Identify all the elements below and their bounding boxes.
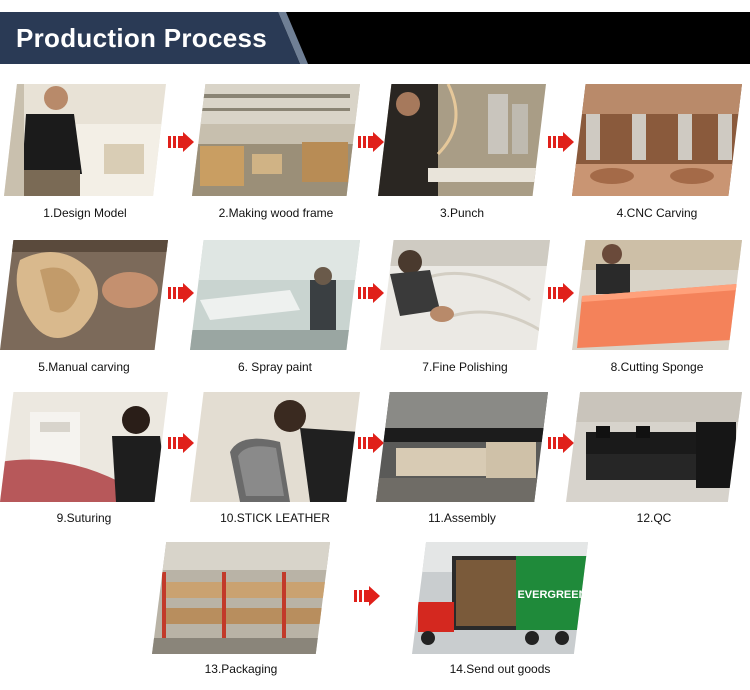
cutting-sponge-photo [572, 240, 742, 350]
arrow-right-icon [358, 433, 384, 453]
step-fine-polishing: 7.Fine Polishing [380, 240, 550, 380]
step-label: 11.Assembly [428, 511, 496, 525]
step-label: 5.Manual carving [38, 360, 130, 374]
step-label: 7.Fine Polishing [422, 360, 508, 374]
punch-photo [378, 84, 546, 196]
step-assembly: 11.Assembly [376, 392, 548, 532]
container-brand: EVERGREEN [517, 589, 586, 601]
step-spray-paint: 6. Spray paint [190, 240, 360, 380]
step-label: 12.QC [636, 511, 672, 525]
step-label: 14.Send out goods [449, 662, 551, 676]
arrow-right-icon [548, 132, 574, 152]
packaging-photo [152, 542, 330, 654]
stick-leather-photo [190, 392, 360, 502]
step-label: 9.Suturing [56, 511, 112, 525]
arrow-right-icon [548, 433, 574, 453]
step-cnc-carving: 4.CNC Carving [572, 84, 742, 226]
step-label: 10.STICK LEATHER [220, 511, 330, 525]
design-model-photo [4, 84, 166, 196]
arrow-right-icon [168, 283, 194, 303]
arrow-right-icon [358, 283, 384, 303]
step-design-model: 1.Design Model [4, 84, 166, 226]
send-out-goods-photo: EVERGREEN [412, 542, 588, 654]
step-label: 2.Making wood frame [218, 206, 334, 220]
step-making-wood-frame: 2.Making wood frame [192, 84, 360, 226]
step-label: 13.Packaging [204, 662, 278, 676]
assembly-photo [376, 392, 548, 502]
fine-polishing-photo [380, 240, 550, 350]
step-label: 1.Design Model [43, 206, 127, 220]
step-label: 4.CNC Carving [616, 206, 698, 220]
arrow-right-icon [358, 132, 384, 152]
page-title: Production Process [16, 23, 268, 53]
step-packaging: 13.Packaging [152, 542, 330, 682]
arrow-right-icon [354, 586, 380, 606]
step-label: 8.Cutting Sponge [610, 360, 704, 374]
manual-carving-photo [0, 240, 168, 350]
arrow-right-icon [168, 433, 194, 453]
step-suturing: 9.Suturing [0, 392, 168, 532]
step-manual-carving: 5.Manual carving [0, 240, 168, 380]
qc-photo [566, 392, 742, 502]
suturing-photo [0, 392, 168, 502]
arrow-right-icon [548, 283, 574, 303]
spray-paint-photo [190, 240, 360, 350]
step-label: 3.Punch [439, 206, 485, 220]
step-qc: 12.QC [566, 392, 742, 532]
step-cutting-sponge: 8.Cutting Sponge [572, 240, 742, 380]
arrow-right-icon [168, 132, 194, 152]
making-wood-frame-photo [192, 84, 360, 196]
step-stick-leather: 10.STICK LEATHER [190, 392, 360, 532]
header-tab [0, 12, 300, 64]
step-punch: 3.Punch [378, 84, 546, 226]
step-send-out-goods: EVERGREEN 14.Send out goods [412, 542, 588, 682]
step-label: 6. Spray paint [237, 360, 313, 374]
cnc-carving-photo [572, 84, 742, 196]
